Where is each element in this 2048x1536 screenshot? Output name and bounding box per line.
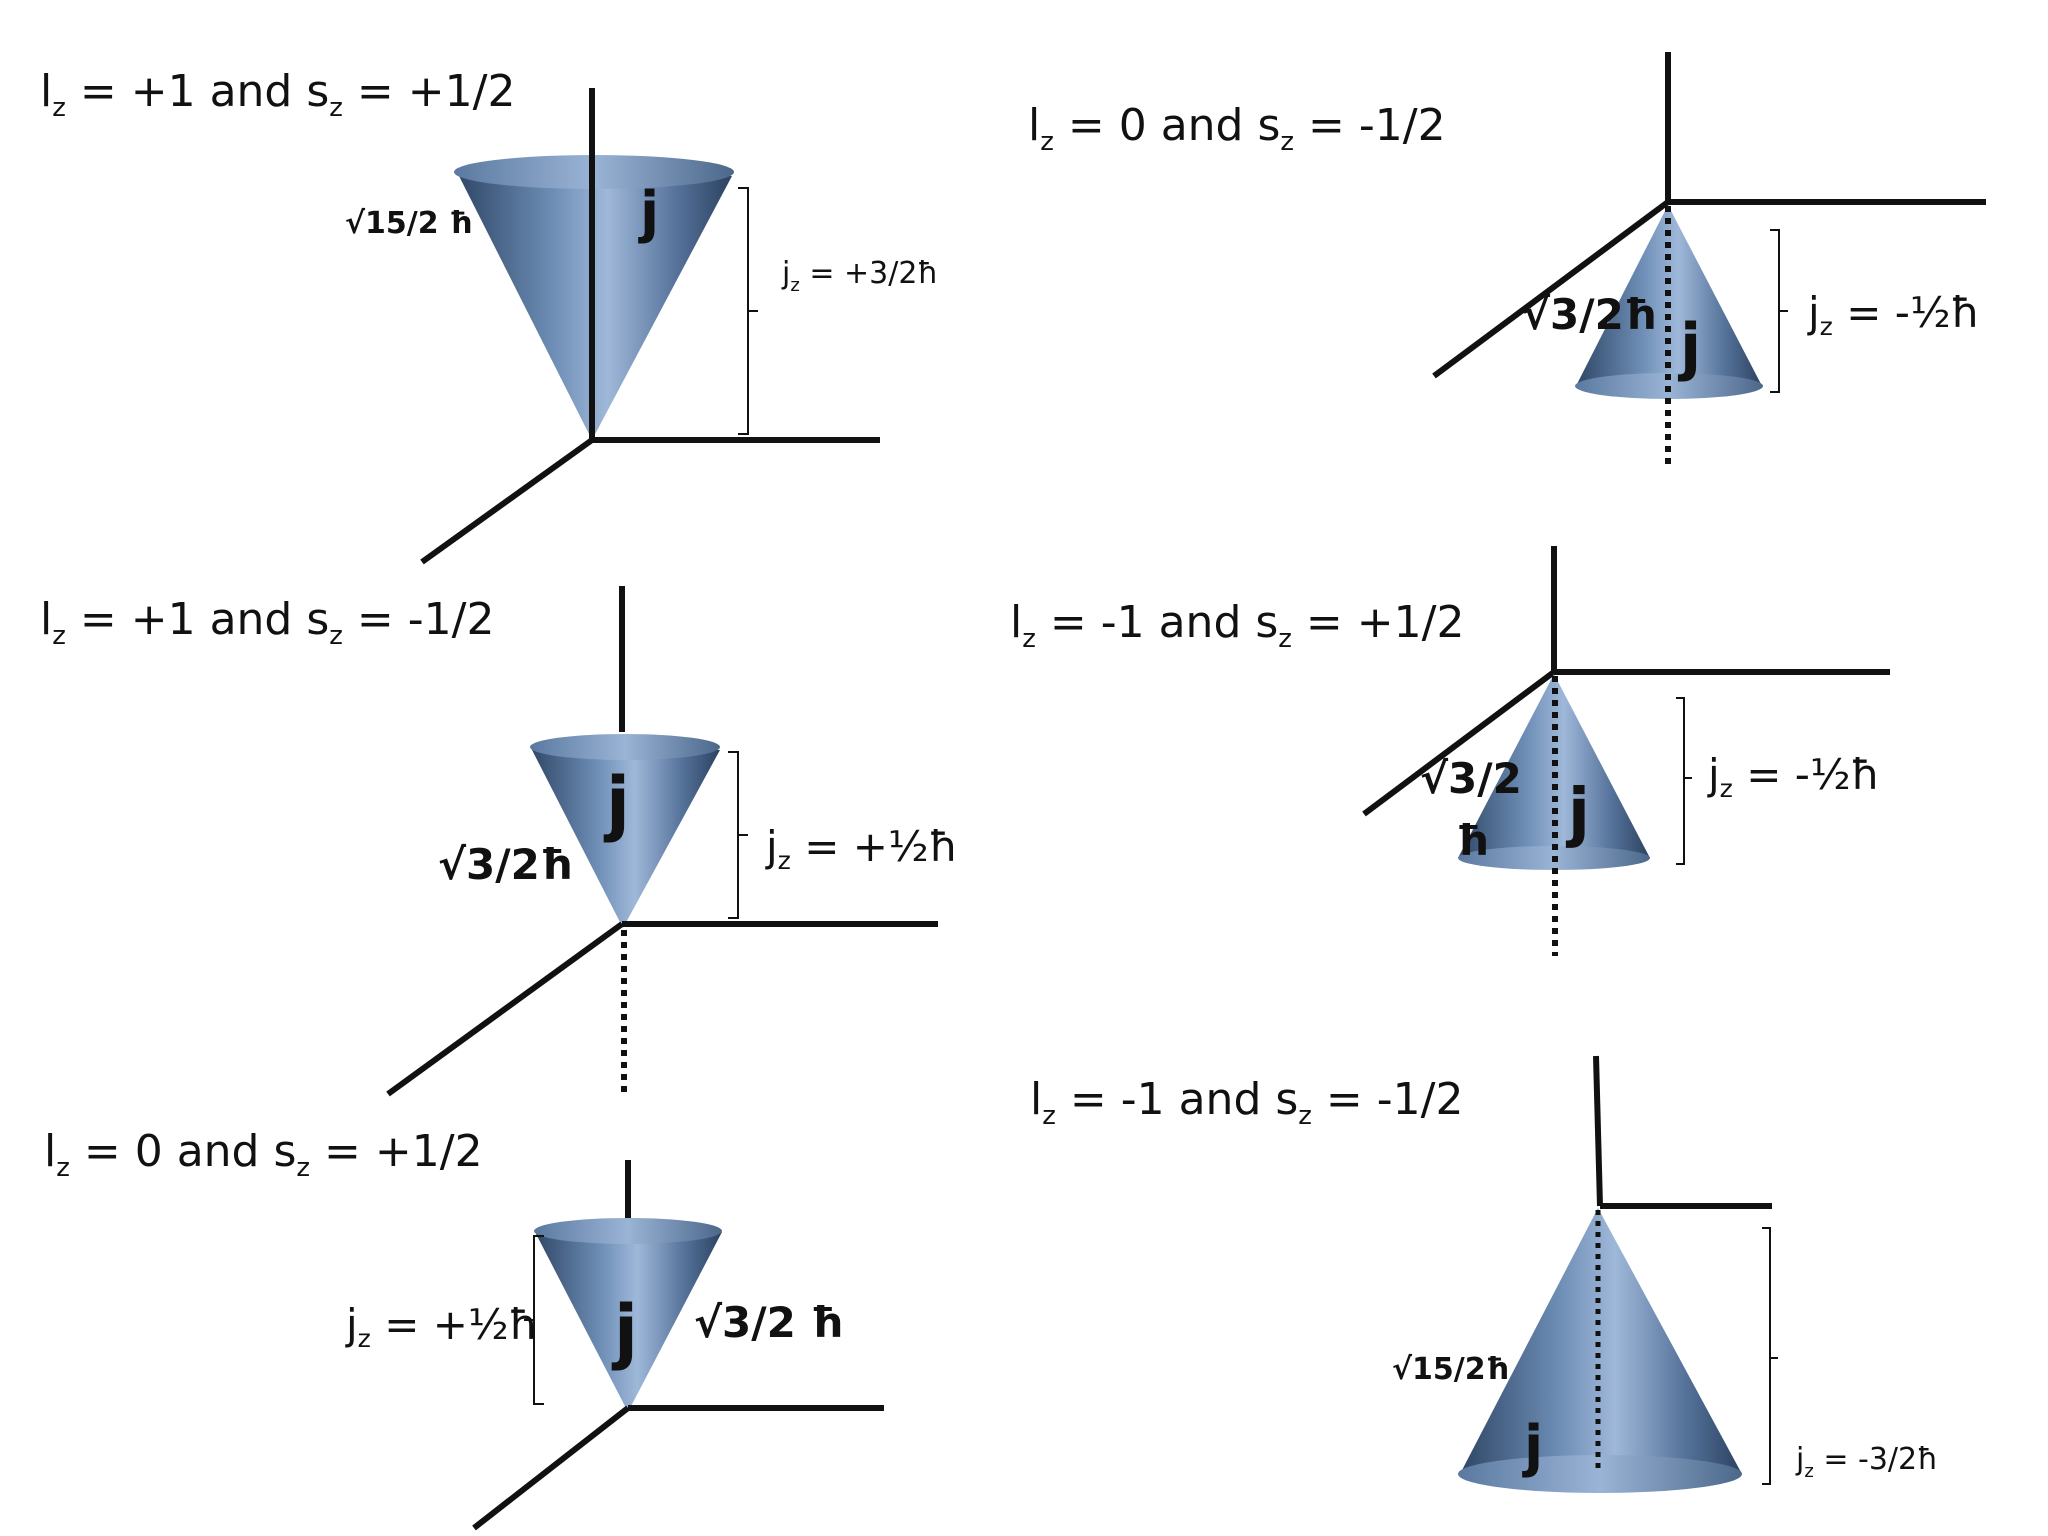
panel-4-diagram [1362, 546, 1890, 956]
jz-bracket [738, 187, 758, 435]
cone-body [1460, 1208, 1742, 1474]
panel-5-jz-label: jz = +½ħ [346, 1300, 538, 1353]
panel-1-diagram [420, 88, 880, 565]
jz-bracket [524, 1235, 544, 1405]
panel-6-magnitude: √15/2ħ [1392, 1352, 1510, 1387]
panel-5-title: lz = 0 and sz = +1/2 [44, 1126, 483, 1183]
panel-6-jz-label: jz = -3/2ħ [1796, 1442, 1938, 1482]
z-axis [1593, 1055, 1603, 1207]
panel-5-vector-label: j [614, 1290, 638, 1372]
panel-5-diagram [472, 1160, 884, 1531]
panel-3-jz-label: jz = +½ħ [766, 822, 958, 875]
jz-bracket [1770, 229, 1788, 393]
panel-4-magnitude-line2: ħ [1456, 816, 1490, 865]
panel-2-title: lz = 0 and sz = -1/2 [1028, 100, 1446, 157]
panel-5-magnitude: √3/2 ħ [694, 1298, 844, 1347]
panel-6-title: lz = -1 and sz = -1/2 [1030, 1074, 1464, 1131]
x-axis [1362, 669, 1556, 817]
panel-2-vector-label: j [1680, 310, 1702, 383]
panel-3-vector-label: j [606, 762, 630, 844]
panel-4-title: lz = -1 and sz = +1/2 [1010, 597, 1465, 654]
panel-4-vector-label: j [1568, 776, 1590, 850]
panel-6-diagram [1458, 1055, 1778, 1493]
panel-1-magnitude: √15/2 ħ [345, 206, 473, 241]
panel-2-jz-label: jz = -½ħ [1808, 288, 1980, 341]
panel-3-magnitude: √3/2ħ [438, 840, 573, 889]
panel-3-diagram [386, 586, 938, 1097]
panel-6-vector-label: j [1524, 1414, 1544, 1479]
jz-bracket [1676, 697, 1692, 865]
panel-2-magnitude: √3/2ħ [1522, 290, 1657, 339]
panel-3-title: lz = +1 and sz = -1/2 [40, 594, 495, 651]
panel-1-vector-label: j [640, 180, 660, 245]
x-axis [420, 437, 594, 565]
x-axis [1432, 199, 1670, 379]
panel-4-magnitude-line1: √3/2 [1420, 754, 1522, 803]
panel-4-jz-label: jz = -½ħ [1708, 750, 1880, 803]
x-axis [386, 921, 624, 1097]
cone-body [534, 1230, 722, 1412]
panel-1-title: lz = +1 and sz = +1/2 [40, 66, 516, 123]
panel-1-jz-label: jz = +3/2ħ [782, 256, 939, 296]
cone-cap [530, 734, 720, 760]
cone-base [1458, 1455, 1742, 1493]
x-axis [472, 1405, 630, 1531]
jz-bracket [1762, 1227, 1778, 1485]
panel-2-diagram [1432, 52, 1986, 466]
jz-bracket [728, 751, 748, 919]
cone-cap [534, 1218, 722, 1244]
cone-body [530, 746, 720, 928]
